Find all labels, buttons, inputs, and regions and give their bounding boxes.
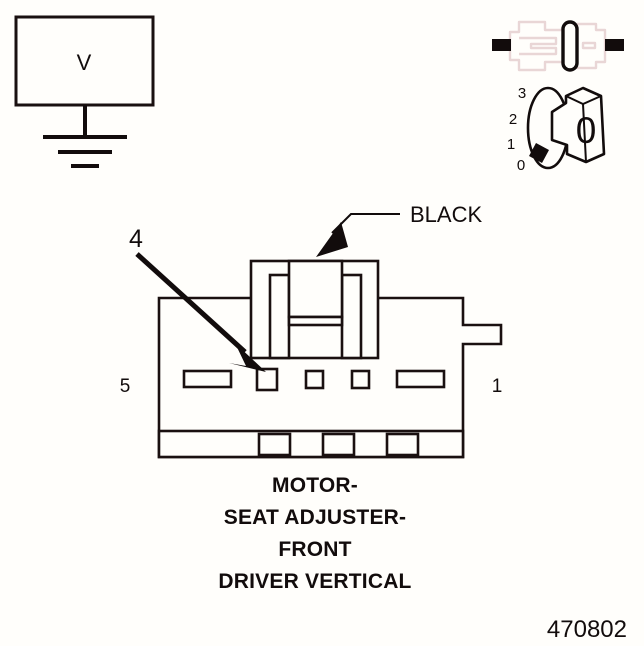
connector-left-blade — [519, 36, 558, 56]
ground-symbol — [43, 105, 127, 168]
cavity-2 — [350, 369, 371, 390]
cavity-4 — [255, 367, 279, 392]
connector-left-shell — [508, 20, 565, 72]
pin-number-right: 1 — [492, 376, 503, 397]
key-position-2: 2 — [509, 111, 517, 128]
caption-line-1: MOTOR- — [272, 474, 358, 497]
black-leader-arrowhead — [316, 222, 348, 257]
connector-lead-left — [492, 39, 511, 51]
cavity-5 — [182, 369, 233, 389]
voltmeter-symbol: V — [14, 15, 155, 107]
caption-line-4: DRIVER VERTICAL — [218, 570, 411, 593]
voltmeter-box — [14, 15, 155, 107]
connector-lead-right — [605, 39, 624, 51]
figure-caption: MOTOR- SEAT ADJUSTER- FRONT DRIVER VERTI… — [218, 474, 411, 593]
cavity-3 — [304, 369, 325, 390]
caption-line-3: FRONT — [278, 538, 351, 561]
pin-number-left: 5 — [120, 376, 131, 397]
connector-latch-rail-right — [340, 273, 363, 360]
bottom-slot-3 — [385, 432, 420, 457]
key-body-edge — [565, 95, 602, 163]
figure-number: 470802 — [547, 616, 627, 643]
callout-4-label: 4 — [129, 225, 143, 253]
callout-4-shaft — [135, 252, 247, 354]
connector-right-shell — [575, 22, 607, 70]
key-position-0: 0 — [517, 157, 525, 174]
caption-line-2: SEAT ADJUSTER- — [224, 506, 406, 529]
callout-4-arrowhead — [229, 343, 266, 372]
bottom-slot-2 — [321, 432, 356, 457]
connector-separator-oval — [561, 20, 579, 72]
voltmeter-label: V — [77, 50, 92, 75]
bottom-slot-1 — [257, 432, 292, 457]
key-position-3: 3 — [518, 85, 526, 102]
connector-latch-rail-left — [268, 273, 291, 360]
cavity-callout-4: 4 — [129, 225, 266, 372]
wire-color-label: BLACK — [410, 202, 482, 227]
cavity-1 — [395, 369, 446, 389]
key-body — [550, 86, 606, 164]
connector-right-slot — [581, 41, 597, 50]
ignition-key-switch-icon: 3 2 1 0 0 — [507, 85, 606, 174]
connector-disconnected-icon — [492, 20, 624, 72]
key-position-1: 1 — [507, 136, 515, 153]
key-position-indicator — [529, 143, 549, 163]
connector-latch-crossbar — [287, 315, 344, 327]
connector-face-view: 5 1 — [120, 259, 503, 459]
key-face-label: 0 — [576, 110, 597, 151]
connector-latch-center — [287, 259, 344, 319]
wire-color-callout: BLACK — [316, 202, 482, 257]
